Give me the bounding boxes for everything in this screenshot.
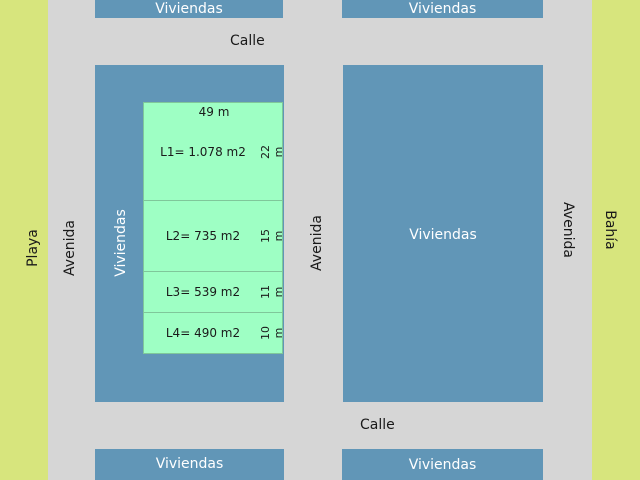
street-top-label: Calle: [230, 33, 265, 49]
lot-area-label: L1= 1.078 m2: [160, 144, 246, 159]
housing-block-top-right: Viviendas: [342, 0, 543, 18]
lot-area-label: L3= 539 m2: [165, 285, 241, 299]
lot-area-label: L2= 735 m2: [165, 229, 241, 243]
housing-label: Viviendas: [408, 1, 477, 17]
housing-label: Viviendas: [408, 456, 477, 473]
housing-block-top-left: Viviendas: [95, 0, 283, 18]
avenue-left-label: Avenida: [62, 220, 78, 276]
lot-depth-label: 15 m: [259, 229, 285, 243]
lot-2[interactable]: L2= 735 m2 15 m: [143, 200, 285, 272]
housing-block-bottom-right: Viviendas: [342, 449, 543, 480]
avenue-right-label: Avenida: [560, 202, 576, 258]
lot-3[interactable]: L3= 539 m2 11 m: [143, 271, 285, 313]
housing-label: Viviendas: [113, 209, 129, 277]
playa-zone: [0, 0, 48, 480]
housing-label: Viviendas: [409, 227, 477, 243]
bahia-label: Bahía: [602, 210, 618, 250]
lot-depth-label: 11 m: [259, 285, 285, 299]
housing-label: Viviendas: [155, 455, 224, 472]
lot-area-label: L4= 490 m2: [165, 326, 241, 340]
lot-width-label: 49 m: [198, 105, 230, 119]
lot-depth-label: 10 m: [259, 326, 285, 340]
bahia-zone: [592, 0, 640, 480]
housing-block-middle-right: Viviendas: [343, 65, 543, 402]
avenue-middle-label: Avenida: [309, 215, 325, 271]
housing-block-bottom-left: Viviendas: [95, 449, 284, 480]
lot-depth-label: 22 m: [259, 144, 285, 159]
housing-label: Viviendas: [155, 1, 223, 17]
lot-1[interactable]: 49 m L1= 1.078 m2 22 m: [143, 102, 285, 201]
playa-label: Playa: [25, 229, 41, 267]
lot-4[interactable]: L4= 490 m2 10 m: [143, 312, 285, 354]
street-bottom-label: Calle: [360, 417, 395, 433]
